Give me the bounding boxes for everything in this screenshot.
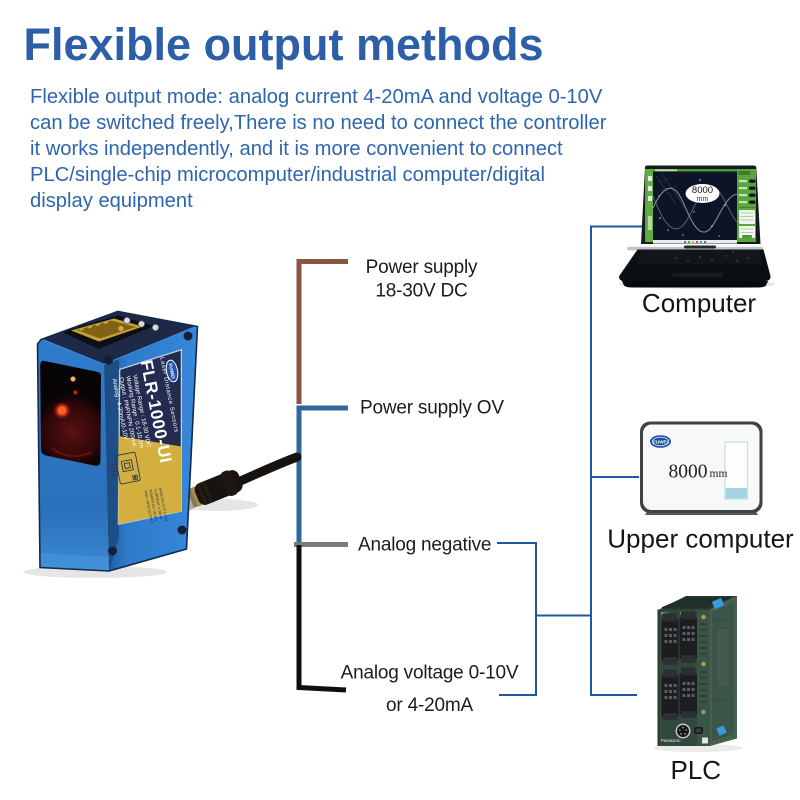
svg-text:PLC/single-chip microcomputer/: PLC/single-chip microcomputer/industrial… — [30, 164, 545, 186]
svg-text:Upper computer: Upper computer — [607, 524, 794, 554]
svg-text:Power supply OV: Power supply OV — [360, 398, 504, 419]
svg-text:PLC: PLC — [671, 755, 722, 785]
svg-text:FUWEI: FUWEI — [653, 440, 668, 445]
svg-text:FUWEI: FUWEI — [167, 363, 176, 380]
svg-text:or 4-20mA: or 4-20mA — [386, 695, 473, 716]
svg-text:8000: 8000 — [669, 462, 708, 483]
svg-text:Analog negative: Analog negative — [358, 535, 491, 556]
svg-text:CURRENT 4-20mA: CURRENT 4-20mA — [153, 488, 163, 520]
svg-text:8000: 8000 — [692, 185, 713, 196]
svg-text:display equipment: display equipment — [30, 190, 193, 212]
svg-text:mm: mm — [697, 196, 709, 203]
svg-text:Flexible output mode: analog c: Flexible output mode: analog current 4-2… — [30, 86, 603, 108]
svg-text:Power supply: Power supply — [366, 257, 478, 278]
svg-text:Computer: Computer — [642, 288, 756, 318]
svg-text:it works independently, and it: it works independently, and it is more c… — [30, 138, 563, 160]
svg-text:POWER DC 18-30V: POWER DC 18-30V — [148, 489, 158, 522]
svg-text:Panasonic: Panasonic — [661, 738, 681, 743]
svg-text:Flexible output methods: Flexible output methods — [24, 19, 544, 70]
svg-text:ANALOG OUT 0-10V: ANALOG OUT 0-10V — [158, 487, 169, 522]
svg-text:PNP / NPN OUTPUT: PNP / NPN OUTPUT — [143, 490, 154, 525]
svg-text:Analog voltage 0-10V: Analog voltage 0-10V — [341, 663, 519, 684]
svg-text:mm: mm — [710, 468, 728, 480]
svg-text:18-30V DC: 18-30V DC — [375, 281, 467, 302]
svg-text:can be switched freely,There i: can be switched freely,There is no need … — [30, 112, 607, 134]
